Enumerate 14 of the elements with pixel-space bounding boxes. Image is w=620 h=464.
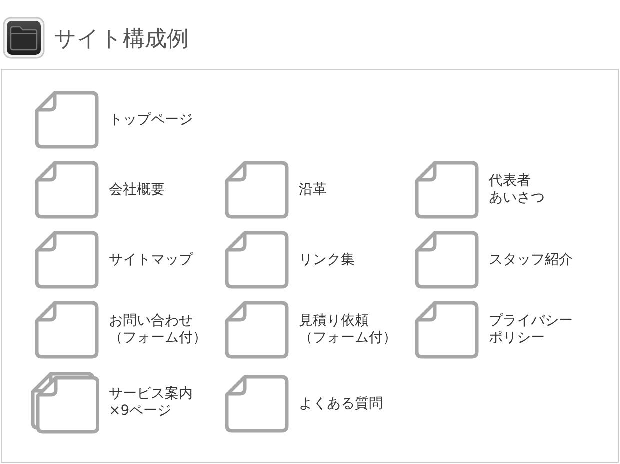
diagram-title: サイト構成例 [54, 27, 189, 53]
page-label: トップページ [109, 112, 193, 128]
page-label: サービス案内×9ページ [109, 386, 193, 420]
content-panel [1, 69, 619, 463]
page-label: スタッフ紹介 [489, 252, 573, 268]
page-label: サイトマップ [109, 252, 193, 268]
page-label: リンク集 [299, 252, 355, 268]
page-label: 代表者あいさつ [489, 173, 545, 207]
page-label: 見積り依頼（フォーム付） [299, 313, 397, 347]
page-label: よくある質問 [299, 396, 383, 412]
page-label: プライバシーポリシー [489, 313, 573, 347]
page-label: 沿革 [299, 182, 327, 198]
page-label: 会社概要 [109, 182, 165, 198]
page-label: お問い合わせ（フォーム付） [109, 313, 207, 347]
